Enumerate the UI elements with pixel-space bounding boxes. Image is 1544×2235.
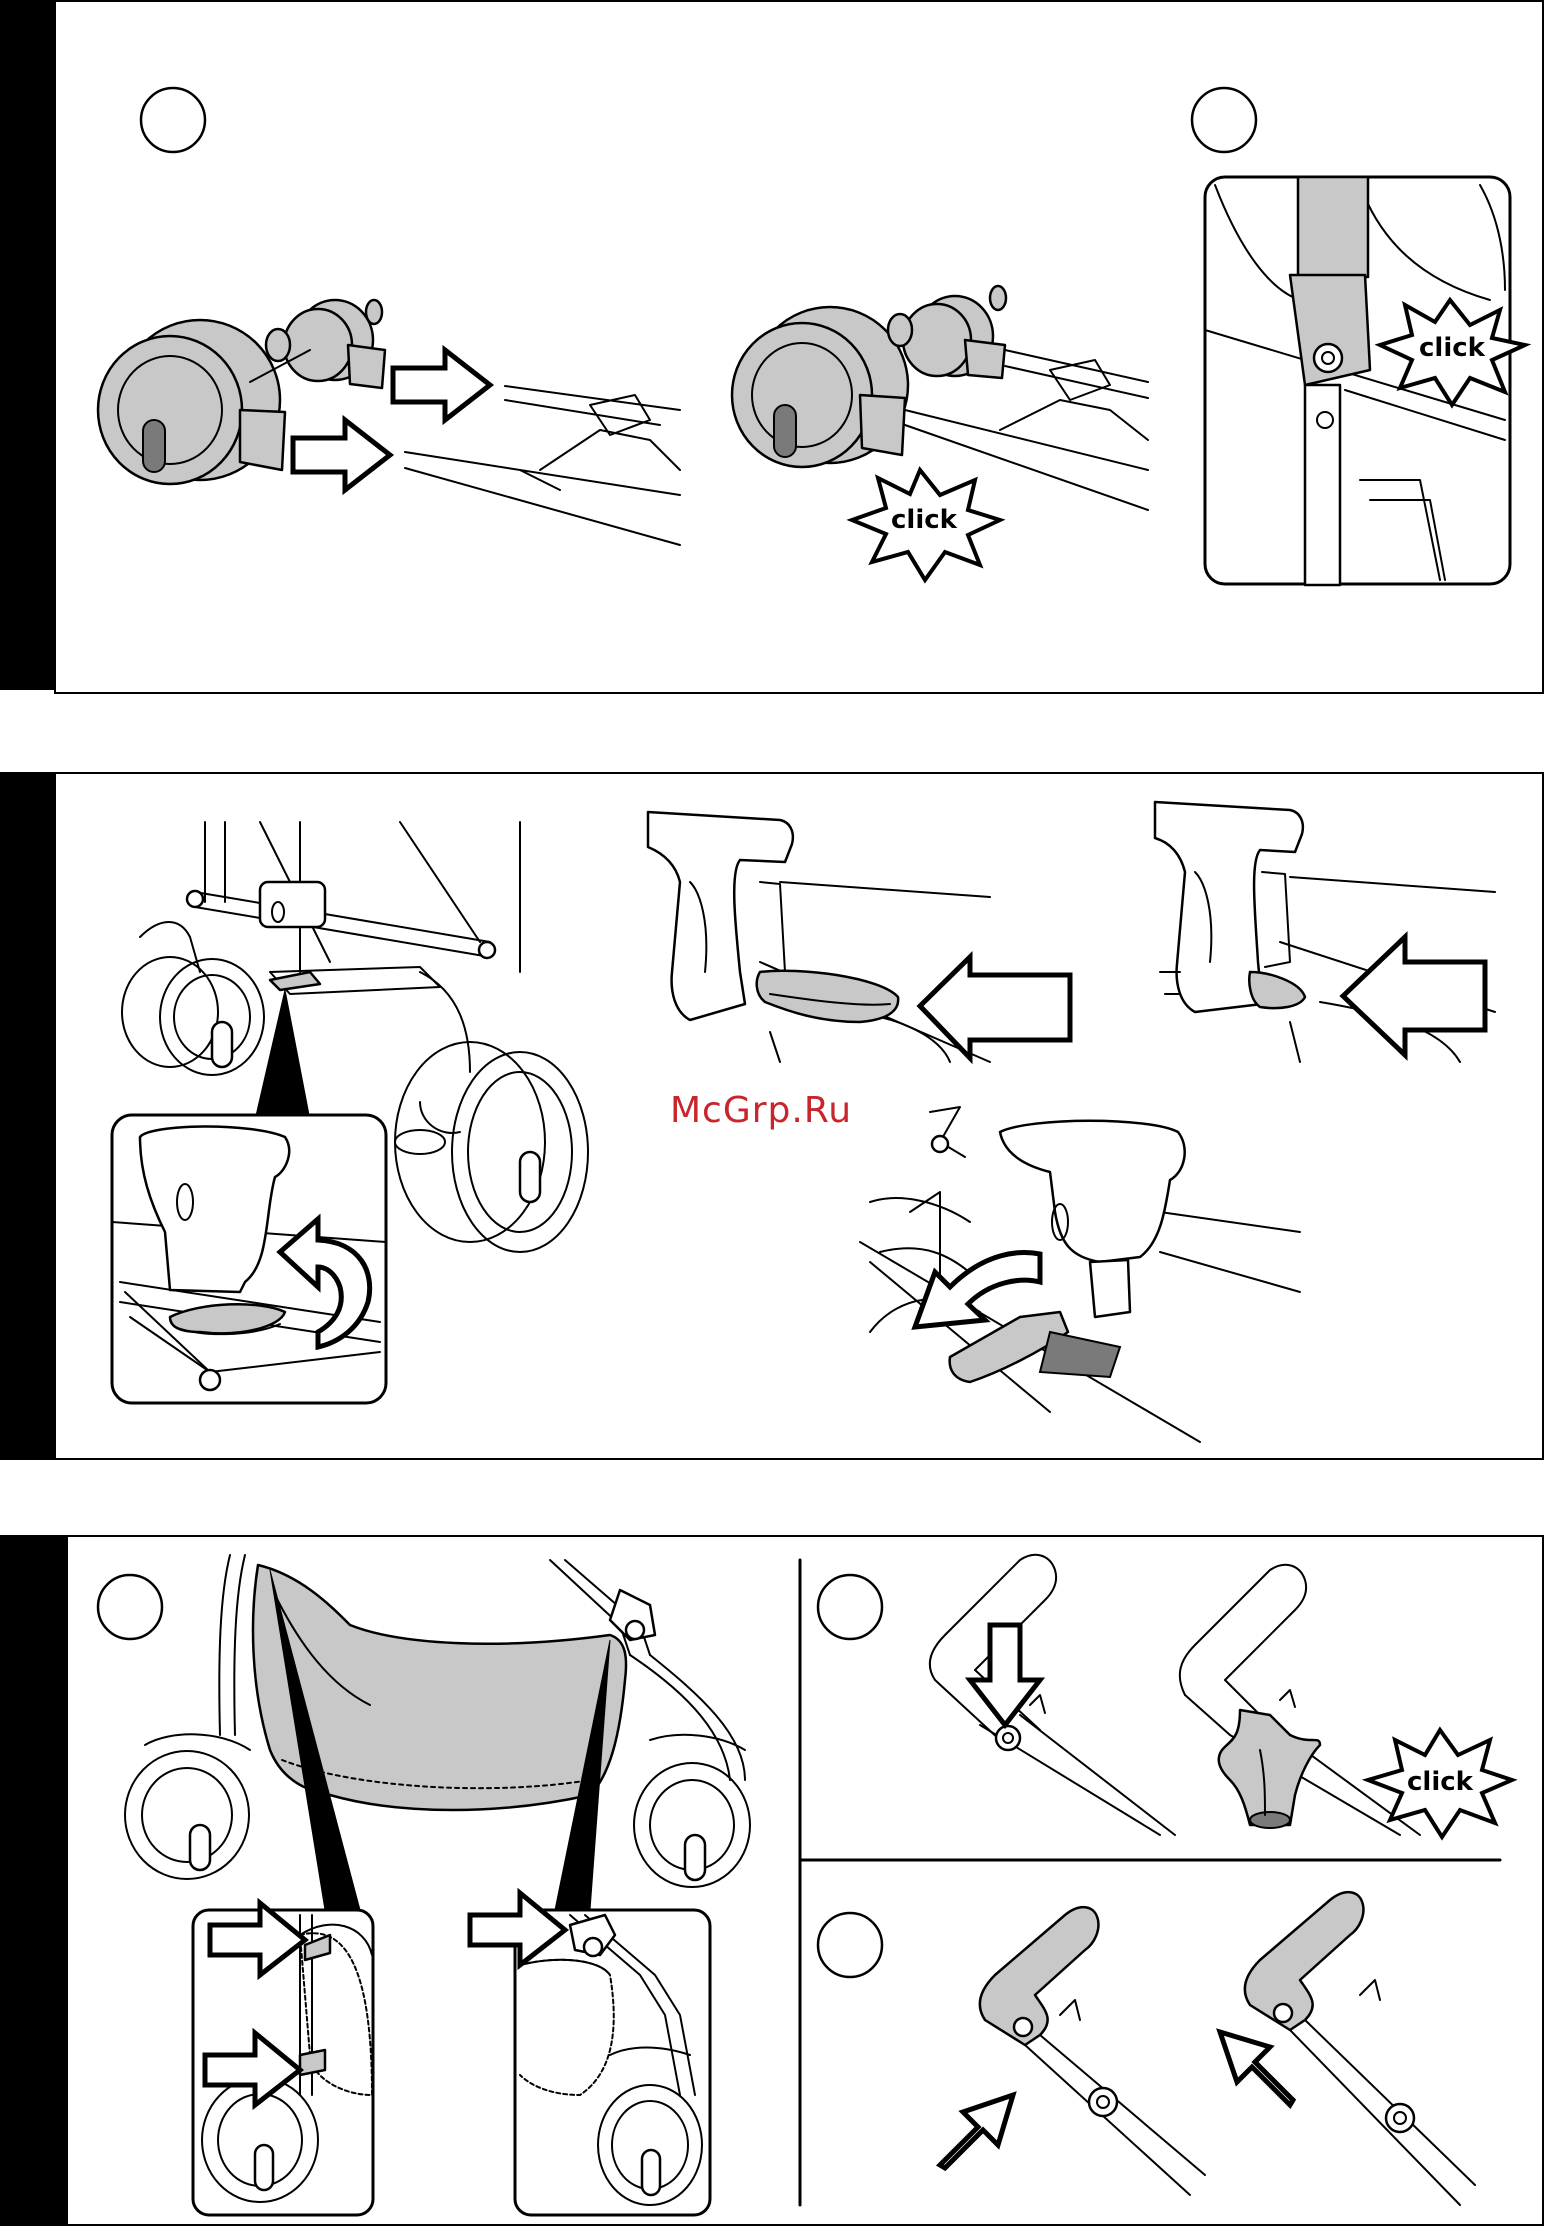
detail-box-basket-rear <box>515 1910 710 2215</box>
step-circle-icon <box>818 1913 882 1977</box>
handle-release-right <box>1245 1892 1475 2205</box>
watermark: McGrp.Ru <box>670 1090 852 1131</box>
handle-button-press <box>930 1555 1175 1835</box>
panel-3-illustrations: click <box>0 1535 1544 2235</box>
step-circle-icon <box>1192 88 1256 152</box>
step-circle-icon <box>98 1575 162 1639</box>
clip-rotating <box>860 1107 1300 1442</box>
handle-attached <box>1180 1565 1420 1835</box>
panel-1-illustrations: click click <box>0 0 1544 700</box>
push-arrow-icon <box>1220 2032 1293 2105</box>
click-label: click <box>1407 1767 1474 1797</box>
step-circle-icon <box>141 88 205 152</box>
push-arrow-icon <box>940 2095 1013 2168</box>
wheel-assembly-attached <box>732 286 1148 510</box>
stroller-with-basket <box>125 1555 750 1887</box>
click-label: click <box>891 505 958 535</box>
push-arrow-icon <box>1343 937 1485 1055</box>
click-burst-icon: click <box>1368 1730 1512 1837</box>
push-arrow-icon <box>920 957 1070 1058</box>
push-arrow-icon <box>293 420 390 490</box>
handle-release-left <box>980 1907 1205 2195</box>
push-arrow-icon <box>393 350 490 420</box>
click-burst-icon: click <box>852 470 1000 580</box>
step-circle-icon <box>818 1575 882 1639</box>
click-label: click <box>1419 333 1486 363</box>
